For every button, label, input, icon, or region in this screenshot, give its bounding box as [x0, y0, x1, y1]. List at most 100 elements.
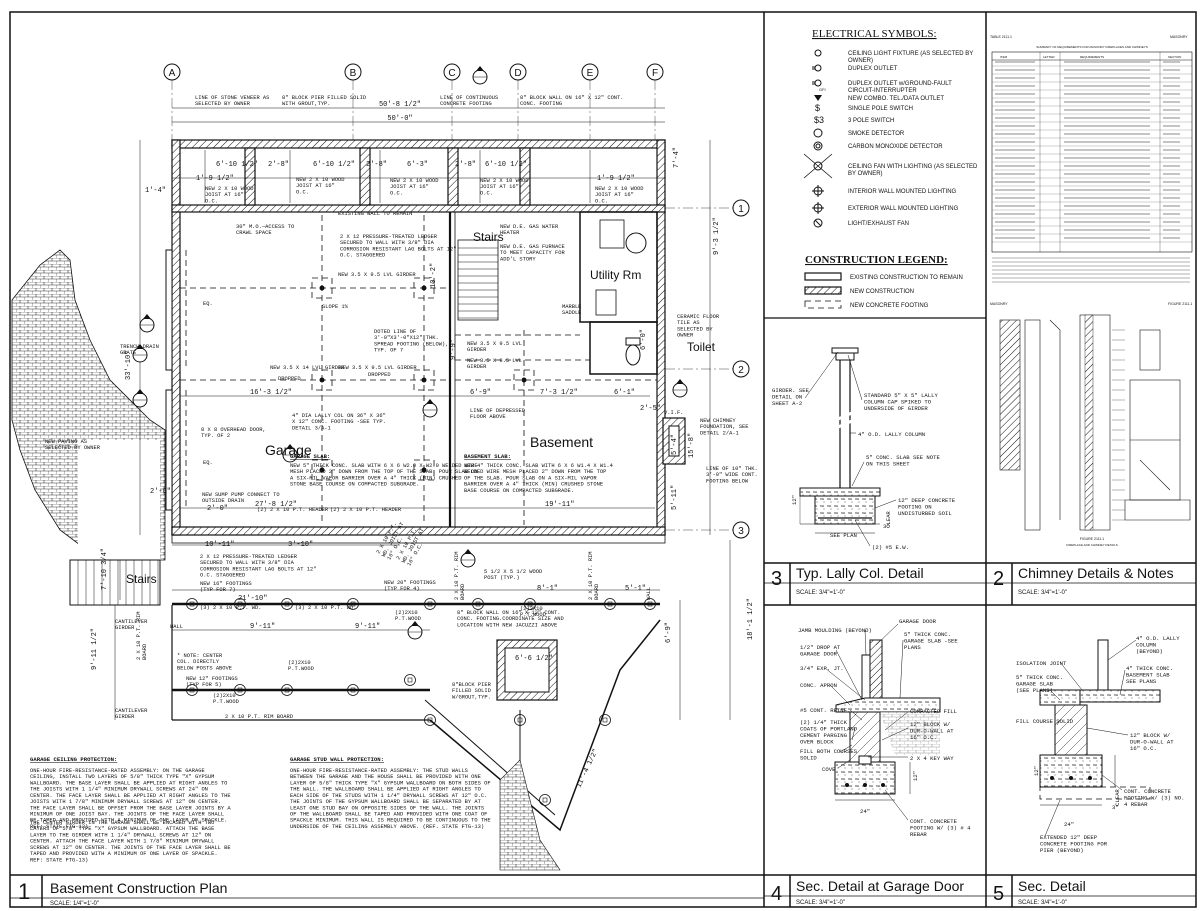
- dimension: 6'-9": [470, 389, 491, 397]
- footing: [1039, 754, 1103, 788]
- label: CONC. APRON: [800, 682, 837, 689]
- svg-text:TABLE 2111.1: TABLE 2111.1: [990, 35, 1012, 39]
- legend-label: DUPLEX OUTLET: [848, 66, 898, 72]
- note: NEW 3.5 X 14 LVL GIRDER: [270, 365, 345, 371]
- panel-scale: SCALE: 3/4"=1'-0": [796, 900, 845, 906]
- spread-footing: [311, 369, 333, 391]
- legend-symbol: $: [815, 103, 820, 113]
- legend-label: EXTERIOR WALL MOUNTED LIGHTING: [848, 206, 959, 212]
- legend-symbol: GFI: [812, 79, 826, 92]
- construction-legend-title: CONSTRUCTION LEGEND:: [805, 254, 948, 266]
- svg-text:FIGURE 2111.1: FIGURE 2111.1: [1080, 537, 1104, 541]
- spread-footing: [413, 369, 435, 391]
- spread-footing: [413, 277, 435, 299]
- legend-label: NEW CONSTRUCTION: [850, 289, 914, 295]
- legend-symbol: [812, 64, 822, 72]
- dimension: 50'-0": [387, 115, 412, 123]
- lally-column: [319, 377, 325, 383]
- note-heading: GARAGE CEILING PROTECTION:: [30, 756, 117, 763]
- room-label-stairs: Stairs: [473, 230, 504, 244]
- legend-symbol: [814, 49, 822, 57]
- grid-label: B: [350, 68, 357, 79]
- label: ISOLATION JOINT: [1016, 660, 1067, 667]
- dimension: 9'-9": [450, 339, 458, 360]
- room-label-utility: Utility Rm: [590, 268, 641, 282]
- note: DROPPED: [278, 376, 301, 382]
- note: THE CENTER GIRDER IN THE GARAGE SHALL BE…: [30, 820, 231, 863]
- spread-footing: [513, 369, 535, 391]
- dimension: 18'-1 1/2": [747, 598, 755, 640]
- deck-post-footing: [281, 598, 293, 610]
- label: SEE PLAN: [830, 532, 857, 539]
- legend-label: INTERIOR WALL MOUNTED LIGHTING: [848, 189, 957, 195]
- dimension: 1'-4": [145, 187, 166, 195]
- dimension: 6'-0": [640, 329, 648, 350]
- legend-symbol: [803, 153, 833, 179]
- legend-symbol: [814, 95, 822, 101]
- lally-column: [421, 285, 427, 291]
- grid-label: 1: [738, 204, 744, 215]
- label: 4" O.D. LALLY COLUMN: [858, 431, 925, 438]
- label: 5" THICK CONC.GARAGE SLAB(SEE PLANS): [1016, 674, 1063, 694]
- crawl-wall: [171, 204, 666, 213]
- dimension: 9'-3 1/2": [713, 217, 721, 255]
- dimension: 5'-1": [625, 585, 646, 593]
- deck-post-footing: [234, 598, 246, 610]
- grid-bubble: [732, 360, 750, 378]
- stairs-top: [457, 239, 499, 321]
- sheet-border: [9, 11, 1197, 908]
- dimension: 10'-11": [205, 541, 234, 549]
- spread-footing: [413, 459, 435, 481]
- table-header: ITEM: [1000, 55, 1008, 59]
- label: 24": [860, 808, 870, 815]
- note-heading: BASEMENT SLAB:: [464, 453, 511, 460]
- legend-label: CARBON MONOXIDE DETECTOR: [848, 144, 943, 150]
- note: ONE-HOUR FIRE-RESISTANCE-RATED ASSEMBLY:…: [290, 768, 491, 830]
- label: JAMB MOULDING (BEYOND): [798, 627, 872, 634]
- dimension: 21'-10": [238, 595, 267, 603]
- note: 8 X 8 OVERHEAD DOOR,TYP. OF 2: [201, 427, 266, 439]
- spread-footing: [311, 277, 333, 299]
- panel-title: Basement Construction Plan: [50, 880, 227, 896]
- panel-number: 3: [771, 568, 782, 590]
- existing-swatch: [804, 272, 842, 281]
- note: SLOPE 1%: [322, 304, 349, 310]
- legend-label: 3 POLE SWITCH: [848, 118, 894, 124]
- legend-label: LIGHT/EXHAUST FAN: [848, 221, 909, 227]
- grid-bubble: [509, 63, 527, 81]
- deck-post-footing: [234, 684, 246, 696]
- dimension: 6'-10 1/2": [485, 161, 527, 169]
- note-heading: GARAGE STUD WALL PROTECTION:: [290, 756, 384, 763]
- lally-column: [421, 377, 427, 383]
- label: 12": [912, 771, 919, 781]
- panel-scale: SCALE: 3/4"=1'-0": [1018, 900, 1067, 906]
- dimension: 2'-0": [150, 488, 171, 496]
- deck-post-footing: [599, 714, 611, 726]
- label: FILL COURSE SOLID: [1016, 718, 1074, 725]
- deck-post-footing: [524, 598, 536, 610]
- label: CLEAR: [1114, 789, 1121, 806]
- title-bar-5: 5 Sec. Detail SCALE: 3/4"=1'-0": [986, 874, 1196, 907]
